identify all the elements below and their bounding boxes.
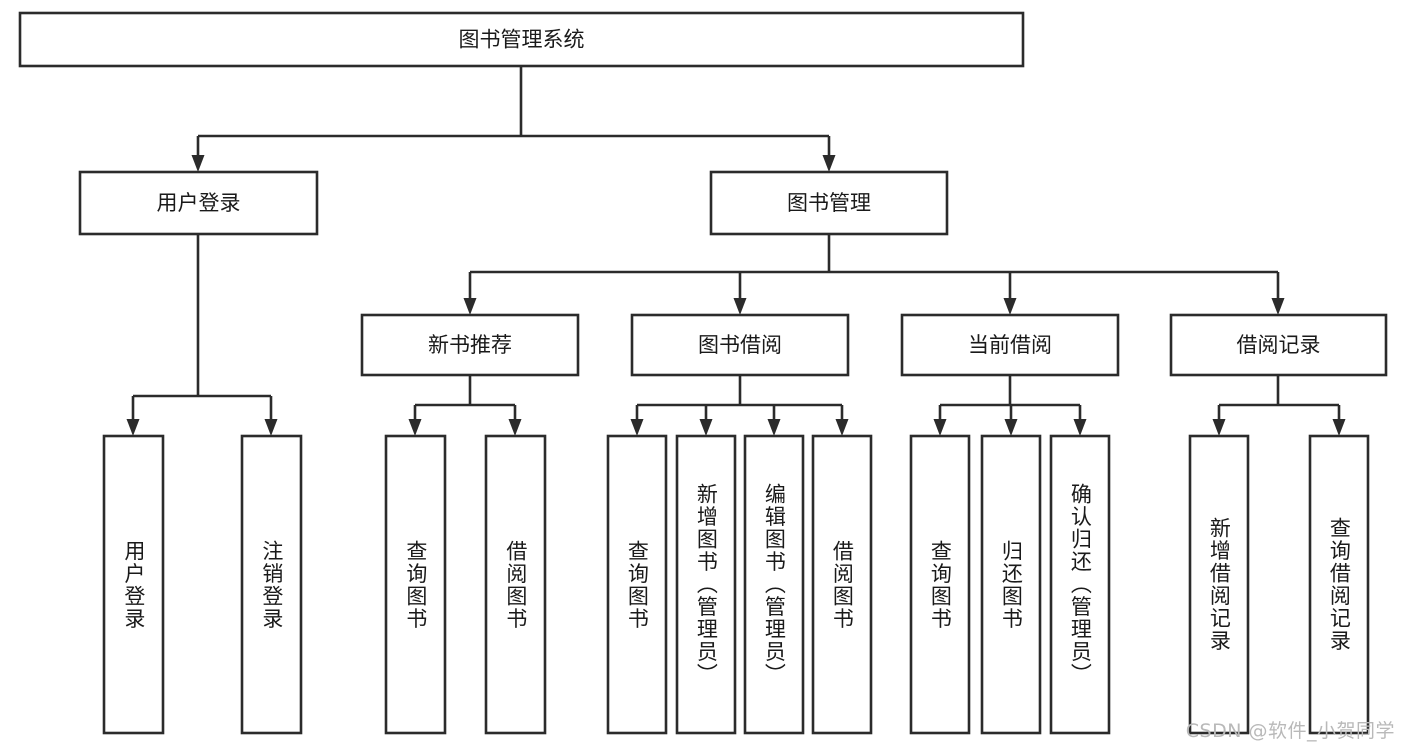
arrow-head-1 [733, 298, 747, 315]
root-node-0[interactable]: 图书管理系统 [18, 11, 1025, 68]
leaf-node-box[interactable] [384, 434, 447, 735]
connector-group-borrow-to-leaves [630, 375, 849, 436]
leaf-node-0[interactable] [102, 434, 165, 735]
leaf-node-6[interactable] [743, 434, 805, 735]
arrow-head-0 [630, 419, 644, 436]
leaf-node-label: 用户登录 [121, 539, 146, 630]
level2-node-0[interactable]: 用户登录 [78, 170, 319, 236]
arrow-head-2 [767, 419, 781, 436]
arrow-head-0 [933, 419, 947, 436]
level3-node-box[interactable] [1169, 313, 1388, 377]
level3-node-box[interactable] [360, 313, 580, 377]
leaf-node-label: 查询图书 [403, 539, 428, 630]
arrow-head-1 [508, 419, 522, 436]
arrow-head-1 [264, 419, 278, 436]
level3-node-0[interactable]: 新书推荐 [360, 313, 580, 377]
arrow-head-0 [1212, 419, 1226, 436]
leaf-node-8[interactable] [909, 434, 971, 735]
level2-node-box[interactable] [709, 170, 949, 236]
level3-node-box[interactable] [630, 313, 850, 377]
level3-node-label: 借阅记录 [1237, 333, 1321, 357]
level2-node-1[interactable]: 图书管理 [709, 170, 949, 236]
leaf-node-10[interactable] [1049, 434, 1111, 735]
leaf-node-label: 查询借阅记录 [1327, 517, 1352, 652]
level3-node-label: 当前借阅 [968, 333, 1052, 357]
level2-node-label: 用户登录 [157, 191, 241, 215]
leaf-node-label: 借阅图书 [503, 539, 528, 630]
connector-group-record-to-leaves [1212, 375, 1346, 436]
leaf-node-label: 确认归还（管理员） [1068, 483, 1093, 686]
connector-group-root-to-level2 [191, 66, 836, 172]
leaf-node-label: 新增图书（管理员） [694, 483, 719, 686]
arrow-head-0 [463, 298, 477, 315]
arrow-head-0 [126, 419, 140, 436]
leaf-node-1[interactable] [240, 434, 303, 735]
leaf-node-box[interactable] [484, 434, 547, 735]
leaf-node-box[interactable] [1308, 434, 1370, 735]
arrow-head-1 [822, 155, 836, 172]
leaf-node-12[interactable] [1308, 434, 1370, 735]
leaf-node-box[interactable] [240, 434, 303, 735]
leaf-node-box[interactable] [1188, 434, 1250, 735]
leaf-node-11[interactable] [1188, 434, 1250, 735]
leaf-node-box[interactable] [811, 434, 873, 735]
leaf-node-label: 查询图书 [625, 539, 650, 630]
level3-node-label: 新书推荐 [428, 333, 512, 357]
leaf-node-box[interactable] [980, 434, 1042, 735]
leaf-node-4[interactable] [606, 434, 668, 735]
leaf-node-label: 借阅图书 [830, 539, 855, 630]
arrow-head-3 [835, 419, 849, 436]
leaf-node-label: 归还图书 [999, 539, 1024, 630]
leaf-node-label: 编辑图书（管理员） [762, 483, 787, 686]
arrow-head-1 [1004, 419, 1018, 436]
level2-node-label: 图书管理 [787, 191, 871, 215]
arrow-head-0 [408, 419, 422, 436]
connector-group-bookmgmt-to-level3 [463, 234, 1285, 315]
connector-group-userlogin-to-leaves [126, 234, 278, 436]
leaf-node-box[interactable] [606, 434, 668, 735]
leaf-node-3[interactable] [484, 434, 547, 735]
level3-node-3[interactable]: 借阅记录 [1169, 313, 1388, 377]
leaf-node-7[interactable] [811, 434, 873, 735]
arrow-head-2 [1073, 419, 1087, 436]
level3-node-2[interactable]: 当前借阅 [900, 313, 1120, 377]
connector-group-newbook-to-leaves [408, 375, 522, 436]
csdn-watermark: CSDN @软件_小贺同学 [1185, 720, 1395, 742]
leaf-node-5[interactable] [675, 434, 737, 735]
leaf-node-box[interactable] [102, 434, 165, 735]
leaf-node-label: 注销登录 [259, 539, 284, 630]
level3-node-1[interactable]: 图书借阅 [630, 313, 850, 377]
level3-node-box[interactable] [900, 313, 1120, 377]
leaf-node-label: 新增借阅记录 [1207, 517, 1232, 652]
root-node-box[interactable] [18, 11, 1025, 68]
leaf-node-2[interactable] [384, 434, 447, 735]
level3-node-label: 图书借阅 [698, 333, 782, 357]
leaf-node-9[interactable] [980, 434, 1042, 735]
leaf-node-box[interactable] [675, 434, 737, 735]
connector-group-current-to-leaves [933, 375, 1087, 436]
leaf-node-box[interactable] [909, 434, 971, 735]
leaf-node-box[interactable] [743, 434, 805, 735]
arrow-head-0 [191, 155, 205, 172]
root-node-label: 图书管理系统 [459, 28, 585, 52]
arrow-head-2 [1003, 298, 1017, 315]
leaf-node-box[interactable] [1049, 434, 1111, 735]
level2-node-box[interactable] [78, 170, 319, 236]
arrow-head-1 [1332, 419, 1346, 436]
arrow-head-1 [699, 419, 713, 436]
leaf-node-label: 查询图书 [928, 539, 953, 630]
arrow-head-3 [1271, 298, 1285, 315]
